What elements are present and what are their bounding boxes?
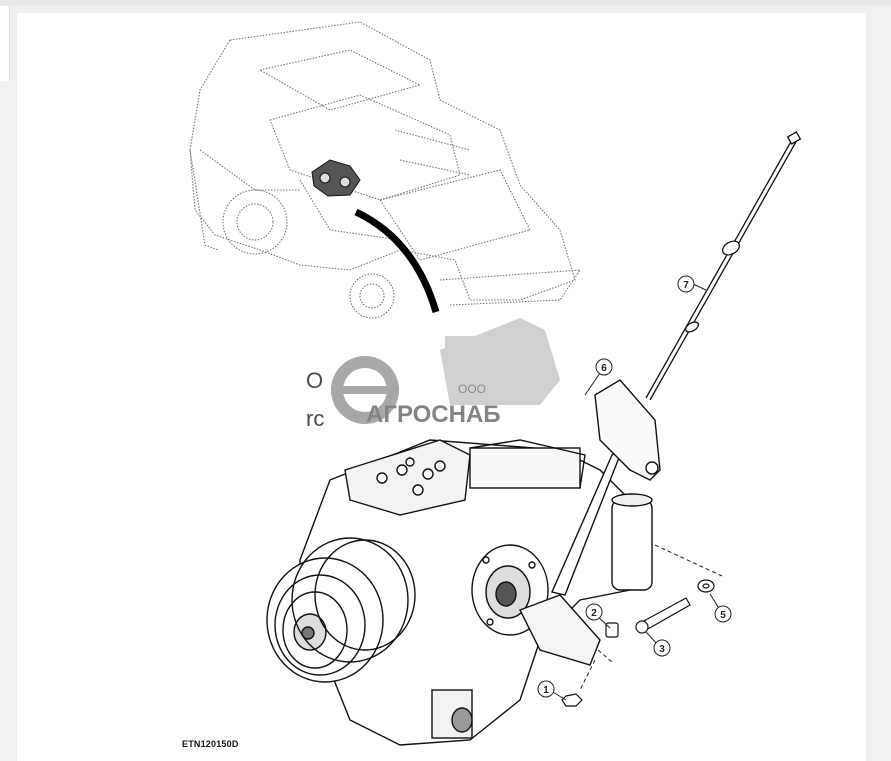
combine-logo-icon xyxy=(440,318,560,405)
location-pointer-line xyxy=(354,208,440,313)
callout-1: 1 xyxy=(537,680,555,698)
top-bar xyxy=(0,0,891,6)
bolt-part-2 xyxy=(605,622,619,638)
svg-text:АГРОСНАБ: АГРОСНАБ xyxy=(366,401,501,428)
combine-harvester-illustration xyxy=(189,21,582,319)
gearbox-assembly xyxy=(266,379,661,746)
background-text-line1: O xyxy=(306,368,324,393)
svg-text:2: 2 xyxy=(591,608,597,619)
svg-text:1: 1 xyxy=(543,685,549,696)
svg-text:5: 5 xyxy=(720,610,726,621)
callout-2: 2 xyxy=(585,603,603,621)
left-side-panel xyxy=(0,6,10,81)
nut-part-1 xyxy=(561,693,583,707)
washer-part-5 xyxy=(697,579,715,593)
dipstick xyxy=(645,131,802,401)
svg-text:7: 7 xyxy=(683,280,689,291)
callout-6: 6 xyxy=(595,358,613,376)
callout-7: 7 xyxy=(677,275,695,293)
bolt-part-3 xyxy=(635,597,691,634)
callout-3: 3 xyxy=(653,639,671,657)
callout-markers: 6 7 1 2 3 5 xyxy=(537,275,732,698)
agrosnab-watermark: ООО АГРОСНАБ xyxy=(331,318,560,428)
svg-text:ООО: ООО xyxy=(458,382,486,396)
valve-block-location-marker xyxy=(311,159,361,197)
gear-icon xyxy=(331,356,399,424)
alignment-lines xyxy=(579,544,723,691)
callout-5: 5 xyxy=(714,605,732,623)
svg-text:3: 3 xyxy=(659,644,665,655)
background-text-line2: rc xyxy=(306,406,325,431)
figure-code-label: ETN120150D xyxy=(182,739,239,749)
svg-text:6: 6 xyxy=(601,363,607,374)
